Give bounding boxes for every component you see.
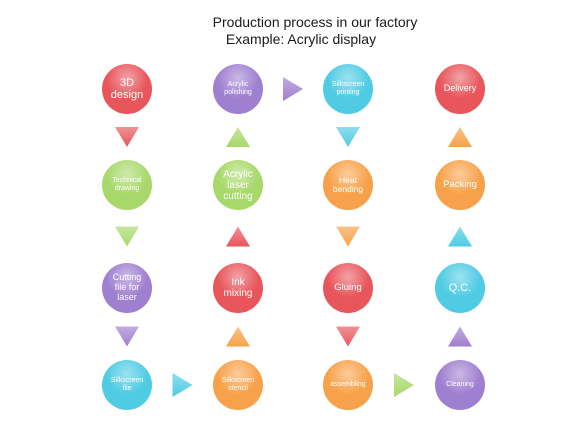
arrow-silkscreen-printing-to-heat-bending [336, 127, 360, 147]
arrow-ink-mixing-to-acrylic-laser-cutting [226, 226, 250, 247]
arrow-technical-drawing-to-cutting-file-for-laser [115, 226, 139, 247]
node-3d-design [102, 64, 152, 114]
arrow-acrylic-laser-cutting-to-acrylic-polishing [226, 127, 250, 147]
arrow-3d-design-to-technical-drawing [115, 127, 139, 147]
node-heat-bending [323, 160, 373, 210]
node-assembling [323, 360, 373, 410]
node-qc [435, 263, 485, 313]
node-acrylic-polishing [213, 64, 263, 114]
node-ink-mixing [213, 263, 263, 313]
arrow-cleaning-to-qc [448, 326, 472, 347]
node-gluing [323, 263, 373, 313]
diagram-title: Production process in our factory [212, 14, 418, 30]
arrow-cutting-file-for-laser-to-silkscreen-file [115, 326, 139, 347]
arrow-acrylic-polishing-to-silkscreen-printing [283, 77, 303, 101]
diagram-subtitle: Example: Acrylic display [225, 31, 377, 47]
arrow-packing-to-delivery [448, 127, 472, 147]
arrow-gluing-to-assembling [336, 326, 360, 347]
arrow-qc-to-packing [448, 226, 472, 247]
node-cutting-file-for-laser [102, 263, 152, 313]
node-delivery [435, 64, 485, 114]
arrow-heat-bending-to-gluing [336, 226, 360, 247]
node-acrylic-laser-cutting [213, 160, 263, 210]
node-packing [435, 160, 485, 210]
node-silkscreen-file [102, 360, 152, 410]
node-technical-drawing [102, 160, 152, 210]
node-cleaning [435, 360, 485, 410]
arrow-silkscreen-file-to-silkscreen-stencil [172, 373, 193, 397]
node-silkscreen-stencil [213, 360, 263, 410]
arrow-assembling-to-cleaning [394, 373, 414, 397]
arrow-silkscreen-stencil-to-ink-mixing [226, 326, 250, 347]
node-silkscreen-printing [323, 64, 373, 114]
